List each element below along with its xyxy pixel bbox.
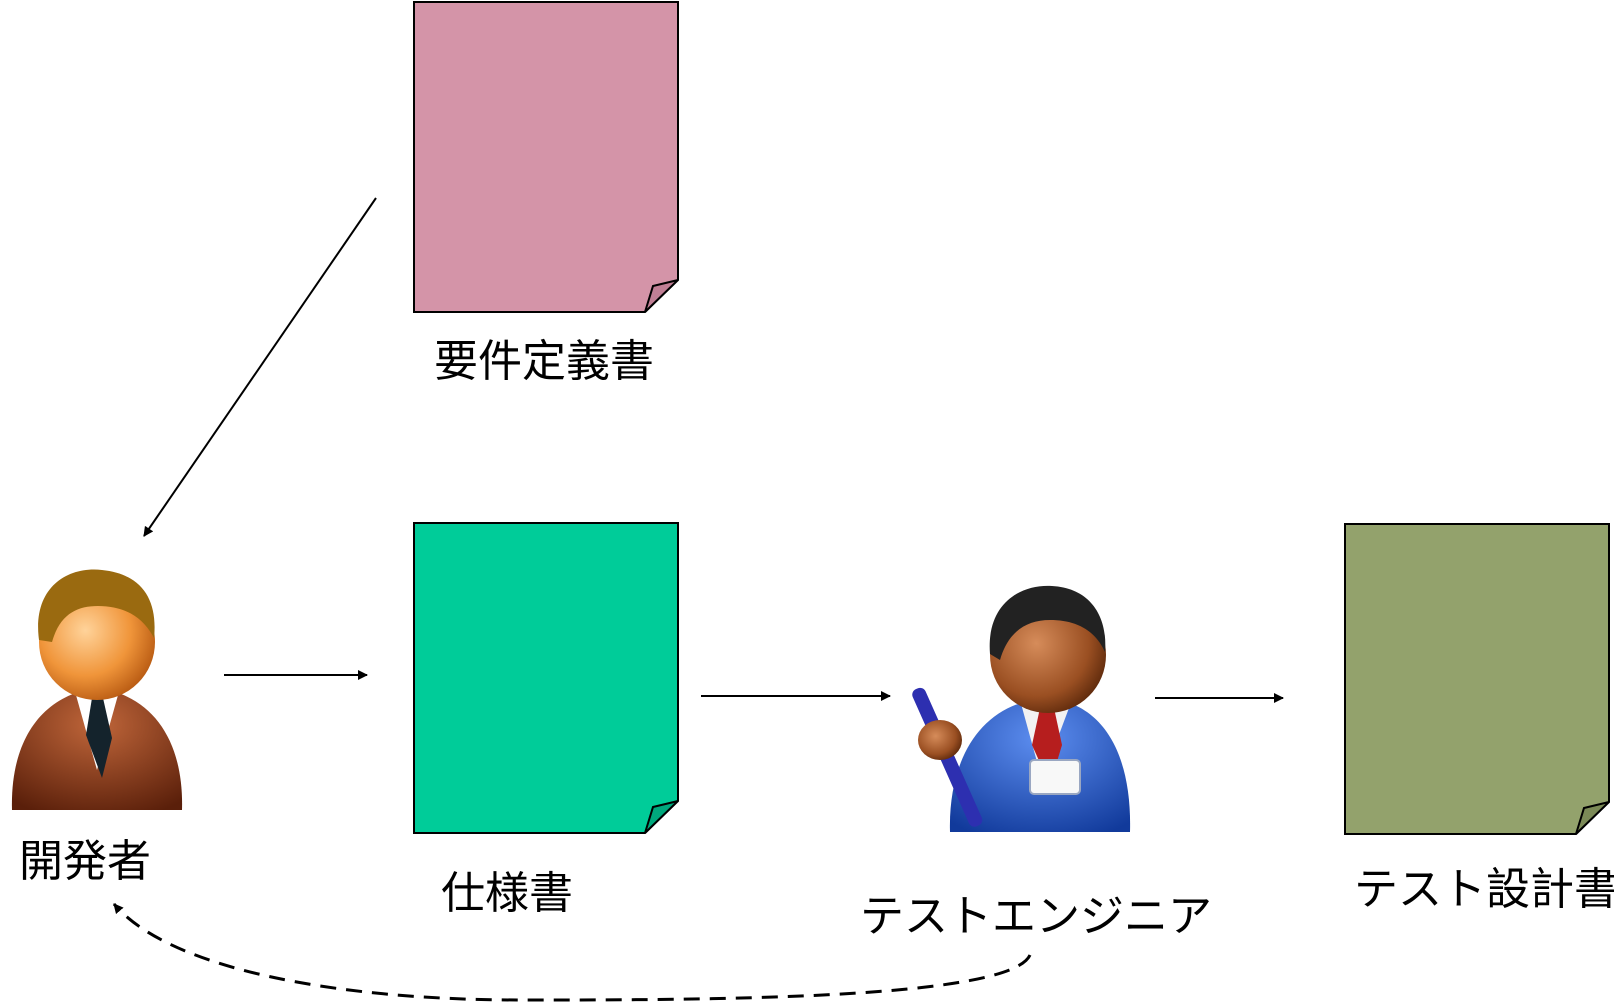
- engineer-with-pen-icon: [900, 580, 1140, 844]
- requirements-document: [413, 1, 679, 313]
- document-fold: [644, 278, 679, 313]
- requirements-label: 要件定義書: [434, 336, 654, 387]
- specification-document: [413, 522, 679, 834]
- specification-label: 仕様書: [441, 868, 573, 919]
- test-engineer-label: テストエンジニア: [860, 891, 1212, 942]
- document-shape: [1344, 523, 1610, 835]
- arrow-requirements-to-developer: [143, 197, 377, 537]
- document-fold: [1575, 800, 1610, 835]
- document-shape: [413, 1, 679, 313]
- test-design-document: [1344, 523, 1610, 835]
- arrow-feedback-to-developer: [112, 903, 1032, 1002]
- engineer-hair: [989, 585, 1106, 660]
- developer-icon: [2, 560, 192, 824]
- document-fold: [644, 799, 679, 834]
- test-design-label: テスト設計書: [1354, 864, 1614, 915]
- document-shape: [413, 522, 679, 834]
- developer-label: 開発者: [19, 836, 151, 887]
- developer-hair: [38, 569, 155, 642]
